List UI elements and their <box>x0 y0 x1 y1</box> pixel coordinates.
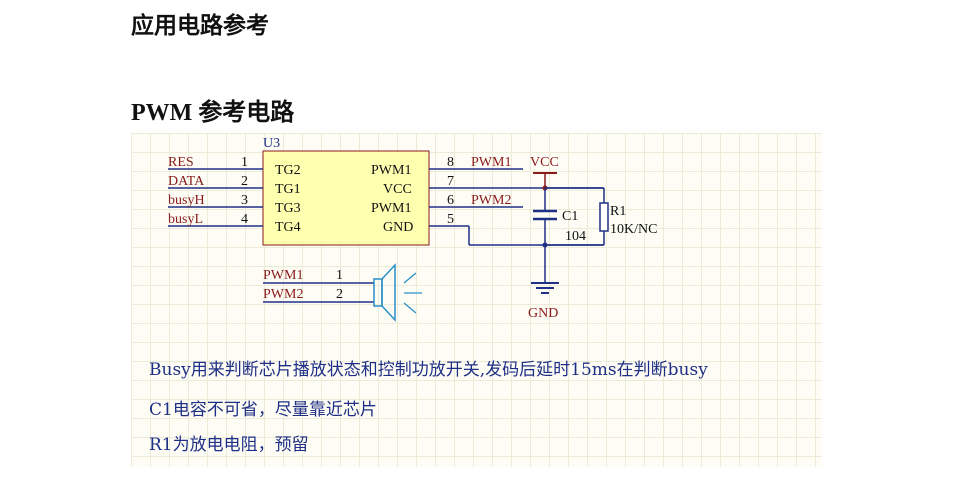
pin-name-tg1: TG1 <box>275 182 301 197</box>
resistor-value: 10K/NC <box>610 222 657 237</box>
schematic-drawing: U3 RES DATA busyH busyL 1 2 3 4 TG2 TG1 … <box>168 136 657 322</box>
pin-name-pwm1-a: PWM1 <box>371 163 411 178</box>
pin-num-1: 1 <box>241 155 248 170</box>
speaker-pin-2: 2 <box>336 287 343 302</box>
note-c1: C1电容不可省，尽量靠近芯片 <box>149 400 377 420</box>
section-heading: 应用电路参考 <box>131 13 269 39</box>
speaker-net-pwm1: PWM1 <box>263 268 303 283</box>
speaker-net-pwm2: PWM2 <box>263 287 303 302</box>
net-label-data: DATA <box>168 174 205 189</box>
pin-name-tg2: TG2 <box>275 163 301 178</box>
note-r1: R1为放电电阻，预留 <box>149 435 309 455</box>
speaker-icon <box>373 263 422 322</box>
gnd-label: GND <box>528 306 558 321</box>
speaker-pin-1: 1 <box>336 268 343 283</box>
resistor-r1: R1 10K/NC <box>545 187 657 246</box>
subsection-heading: PWM 参考电路 <box>131 100 295 126</box>
vcc-symbol: VCC <box>530 155 559 188</box>
ic-body <box>262 150 430 246</box>
gnd-symbol: GND <box>528 245 559 321</box>
net-label-res: RES <box>168 155 194 170</box>
capacitor-ref: C1 <box>562 209 578 224</box>
vcc-label: VCC <box>530 155 559 170</box>
capacitor-value: 104 <box>565 229 586 244</box>
pin-num-6: 6 <box>447 193 454 208</box>
pin-name-tg4: TG4 <box>275 220 301 235</box>
resistor-ref: R1 <box>610 204 626 219</box>
net-label-busyl: busyL <box>168 212 203 227</box>
pin-num-8: 8 <box>447 155 454 170</box>
capacitor-c1: C1 104 <box>533 188 586 245</box>
pwm-schematic: U3 RES DATA busyH busyL 1 2 3 4 TG2 TG1 … <box>131 133 822 467</box>
ic-ref: U3 <box>263 136 280 151</box>
net-label-pwm2: PWM2 <box>471 193 511 208</box>
pin-name-gnd: GND <box>383 220 413 235</box>
pin-num-4: 4 <box>241 212 248 227</box>
pin-num-7: 7 <box>447 174 454 189</box>
net-label-pwm1: PWM1 <box>471 155 511 170</box>
pin-name-pwm1-b: PWM1 <box>371 201 411 216</box>
note-busy: Busy用来判断芯片播放状态和控制功放开关,发码后延时15ms在判断busy <box>149 360 708 380</box>
pin-num-5: 5 <box>447 212 454 227</box>
ic-left-pins: RES DATA busyH busyL 1 2 3 4 TG2 TG1 TG3… <box>168 155 301 235</box>
net-label-busyh: busyH <box>168 193 205 208</box>
speaker-section: PWM1 PWM2 1 2 <box>263 263 422 322</box>
pin-name-tg3: TG3 <box>275 201 301 216</box>
pin-num-3: 3 <box>241 193 248 208</box>
pin-name-vcc: VCC <box>383 182 412 197</box>
pin-num-2: 2 <box>241 174 248 189</box>
